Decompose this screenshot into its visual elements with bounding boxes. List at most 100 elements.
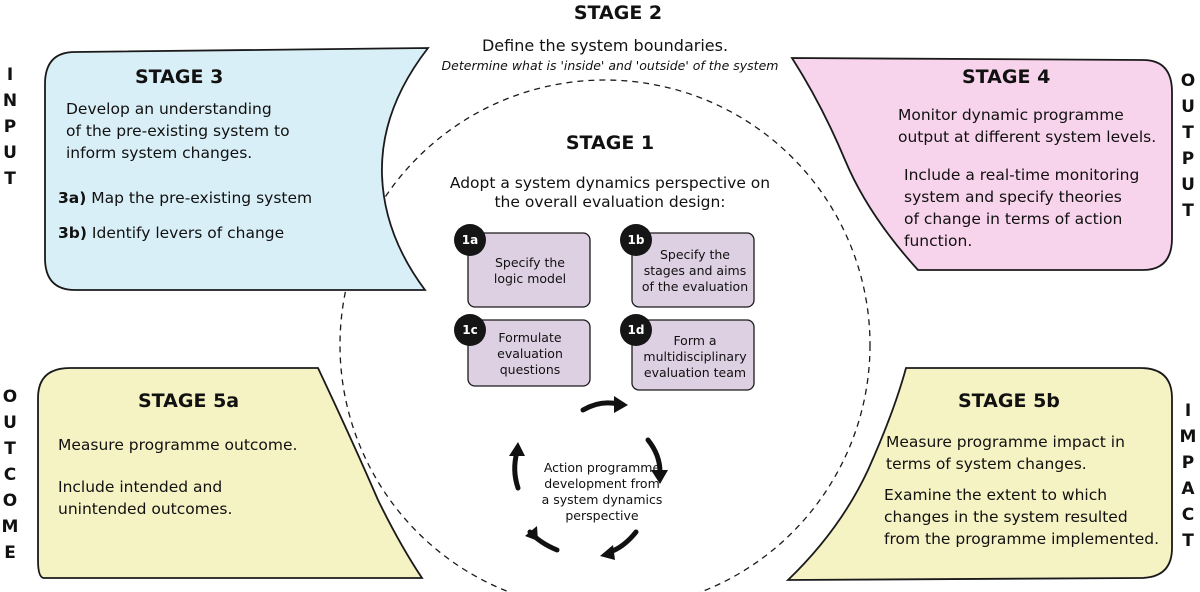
input-letter: T (4, 169, 16, 189)
outcome-letter: O (2, 491, 18, 511)
cycle-line2: development from (544, 476, 660, 491)
stage5a-box (37, 367, 424, 579)
subbox-1c-line1: Formulate (498, 330, 562, 345)
stage5b-title: STAGE 5b (958, 390, 1060, 412)
subbox-1d-line3: evaluation team (643, 365, 747, 380)
subbox-1c (467, 319, 591, 387)
outcome-letter: U (3, 413, 17, 433)
impact-letter: A (1181, 479, 1195, 499)
cycle-line4: perspective (565, 508, 639, 523)
cycle-line1: Action programme (543, 460, 661, 475)
stage3-box (44, 47, 430, 291)
impact-letter: I (1184, 401, 1192, 421)
stage3-item-b-text: Identify levers of change (91, 224, 285, 242)
impact-letter: M (1179, 427, 1197, 447)
stage4-box (790, 57, 1173, 271)
stage3-line1: Develop an understanding (66, 100, 272, 118)
cycle-arrowheads (509, 396, 668, 560)
impact-letter: T (1182, 531, 1194, 551)
stage1-title: STAGE 1 (565, 132, 655, 154)
system-boundary-circle (339, 79, 871, 592)
subbox-1b-line3: of the evaluation (641, 279, 749, 294)
stage4-detail: Include a real-time monitoring system an… (904, 164, 1139, 252)
stage3-item-a-text: Map the pre-existing system (91, 189, 313, 207)
outcome-letter: O (2, 387, 18, 407)
stage3-line2: of the pre-existing system to (66, 122, 290, 140)
subbox-1a-line1: Specify the (495, 255, 565, 270)
stage3-item-a-label: 3a) (58, 189, 87, 207)
subbox-1b (631, 232, 755, 308)
badge-1b: 1b (620, 224, 652, 256)
outcome-letter: C (3, 465, 17, 485)
stage4-line6: function. (904, 232, 973, 250)
badge-1d: 1d (620, 314, 652, 346)
badge-1c: 1c (454, 314, 486, 346)
stage5b-description: Measure programme impact in terms of sys… (886, 431, 1125, 475)
stage3-line3: inform system changes. (66, 144, 253, 162)
subbox-1d-line1: Form a (673, 333, 717, 348)
side-label-impact: I M P A C T (1178, 398, 1198, 554)
output-letter: T (1182, 201, 1194, 221)
cycle-arrow-bottom-right (607, 529, 639, 555)
stage5a-detail: Include intended and unintended outcomes… (58, 476, 232, 520)
badge-1a: 1a (454, 224, 486, 256)
stage5b-line5: from the programme implemented. (884, 530, 1160, 548)
subbox-1b-line2: stages and aims (643, 263, 747, 278)
subbox-1d (631, 319, 755, 391)
stage5b-line2: terms of system changes. (886, 455, 1087, 473)
impact-letter: P (1181, 453, 1195, 473)
output-letter: T (1182, 123, 1194, 143)
subbox-1a (467, 232, 591, 308)
stage3-item-b: 3b) Identify levers of change (58, 222, 284, 244)
stage3-item-b-label: 3b) (58, 224, 87, 242)
cycle-arrow-right (645, 437, 663, 475)
stage5b-line3: Examine the extent to which (884, 486, 1108, 504)
subbox-1b-line1: Specify the (660, 247, 730, 262)
stage1-line1: Adopt a system dynamics perspective on (449, 174, 771, 192)
stage4-line1: Monitor dynamic programme (898, 106, 1124, 124)
stage5a-line2: Include intended and (58, 478, 223, 496)
input-letter: P (3, 117, 17, 137)
stage3-item-a: 3a) Map the pre-existing system (58, 187, 312, 209)
cycle-arrow-left (512, 449, 521, 491)
stage5b-box (785, 367, 1173, 581)
output-letter: U (1181, 175, 1195, 195)
stage4-line5: of change in terms of action (904, 210, 1123, 228)
input-letter: N (2, 91, 18, 111)
subbox-1d-line2: multidisciplinary (643, 349, 747, 364)
stage5b-line1: Measure programme impact in (886, 433, 1125, 451)
side-label-outcome: O U T C O M E (0, 384, 20, 566)
stage2-title: STAGE 2 (573, 2, 663, 24)
subbox-1c-line2: evaluation (497, 346, 563, 361)
cycle-arrow-top (580, 400, 621, 413)
stage5b-detail: Examine the extent to which changes in t… (884, 484, 1159, 550)
outcome-letter: T (4, 439, 16, 459)
subbox-1c-line3: questions (499, 362, 561, 377)
cycle-center-text: Action programme development from a syst… (528, 460, 676, 524)
stage4-line4: system and specify theories (904, 188, 1122, 206)
side-label-output: O U T P U T (1178, 68, 1198, 224)
outcome-letter: E (4, 543, 16, 563)
cycle-line3: a system dynamics (541, 492, 663, 507)
stage4-description: Monitor dynamic programme output at diff… (898, 104, 1156, 148)
subbox-1a-line2: logic model (493, 271, 567, 286)
input-letter: I (6, 65, 14, 85)
outcome-letter: M (1, 517, 19, 537)
side-label-input: I N P U T (0, 62, 20, 192)
input-letter: U (3, 143, 17, 163)
impact-letter: C (1181, 505, 1195, 525)
stage5a-line3: unintended outcomes. (58, 500, 233, 518)
output-letter: P (1181, 149, 1195, 169)
stage1-line2: the overall evaluation design: (494, 193, 726, 211)
stage4-line3: Include a real-time monitoring (904, 166, 1140, 184)
stage3-title: STAGE 3 (135, 66, 224, 88)
stage5a-line1: Measure programme outcome. (58, 436, 298, 454)
stage2-line1: Define the system boundaries. (481, 36, 729, 55)
stage4-title: STAGE 4 (962, 66, 1051, 88)
stage5b-line4: changes in the system resulted (884, 508, 1128, 526)
stage4-line2: output at different system levels. (898, 128, 1157, 146)
